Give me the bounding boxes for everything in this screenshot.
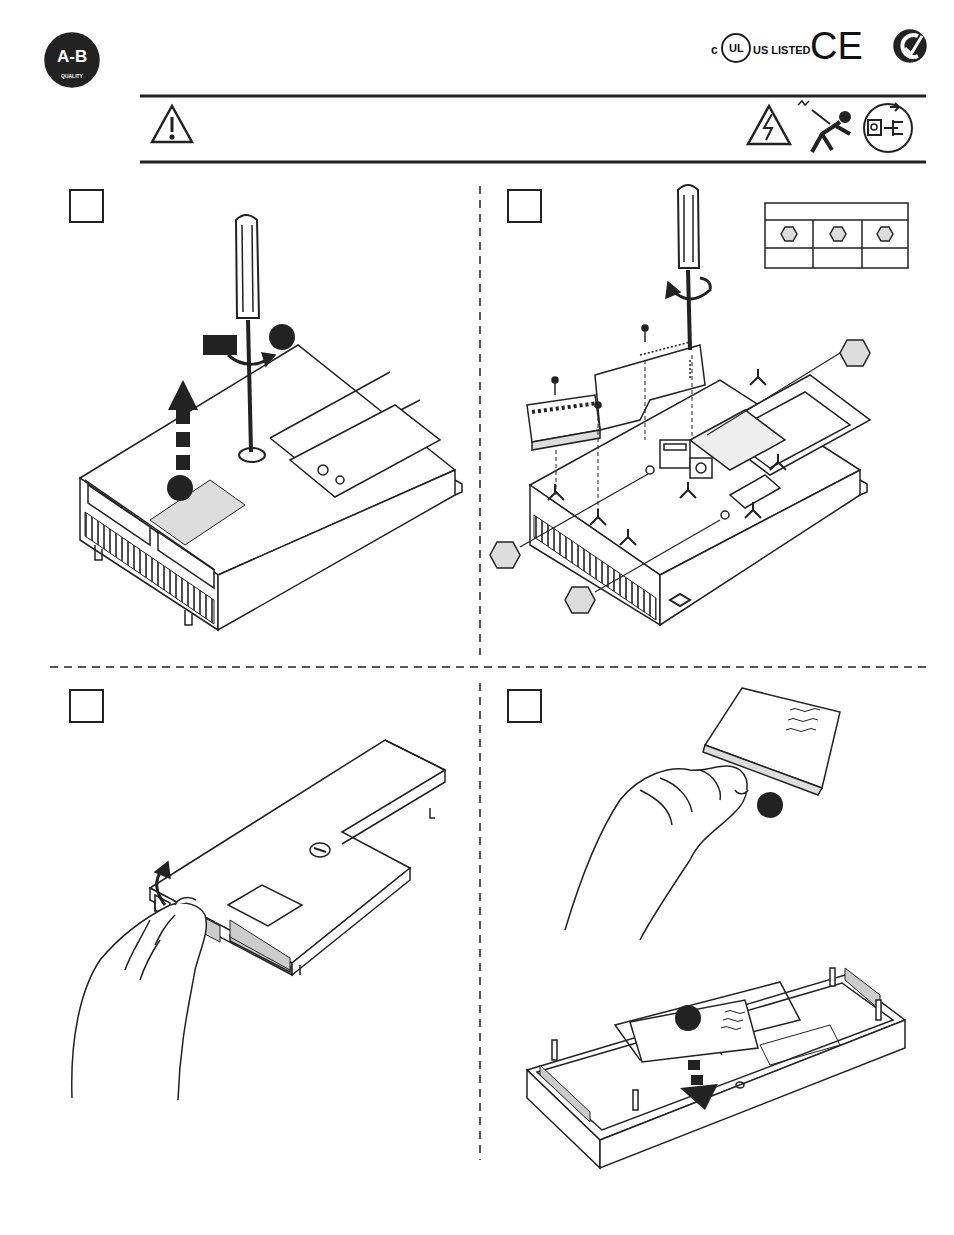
c-tick-mark [894,30,926,62]
screwdriver [666,185,710,350]
warning-triangle [152,106,192,142]
logo-text: A-B [57,48,87,65]
cert-mark: UL [729,43,744,54]
disconnect-icon [864,104,912,152]
circuit-board [527,325,705,520]
ul-circle [722,34,750,62]
voltage-triangle [748,106,790,144]
hand [72,898,207,1100]
screwdriver [228,215,275,452]
logo-subtext: QUALITY [61,74,83,79]
shock-person [798,101,850,152]
hand [565,766,748,940]
label-card [630,1000,758,1062]
cert-mark: c [711,44,718,56]
cover-tray [527,968,905,1168]
insert-arrow [680,1060,718,1110]
logo-disc [45,33,99,87]
ce-mark: CE [810,27,863,65]
lift-arrow [168,380,198,470]
hex-callout [490,340,870,613]
torque-table [765,203,908,268]
cert-mark: US LISTED [753,45,810,56]
closed-controller [80,345,462,630]
